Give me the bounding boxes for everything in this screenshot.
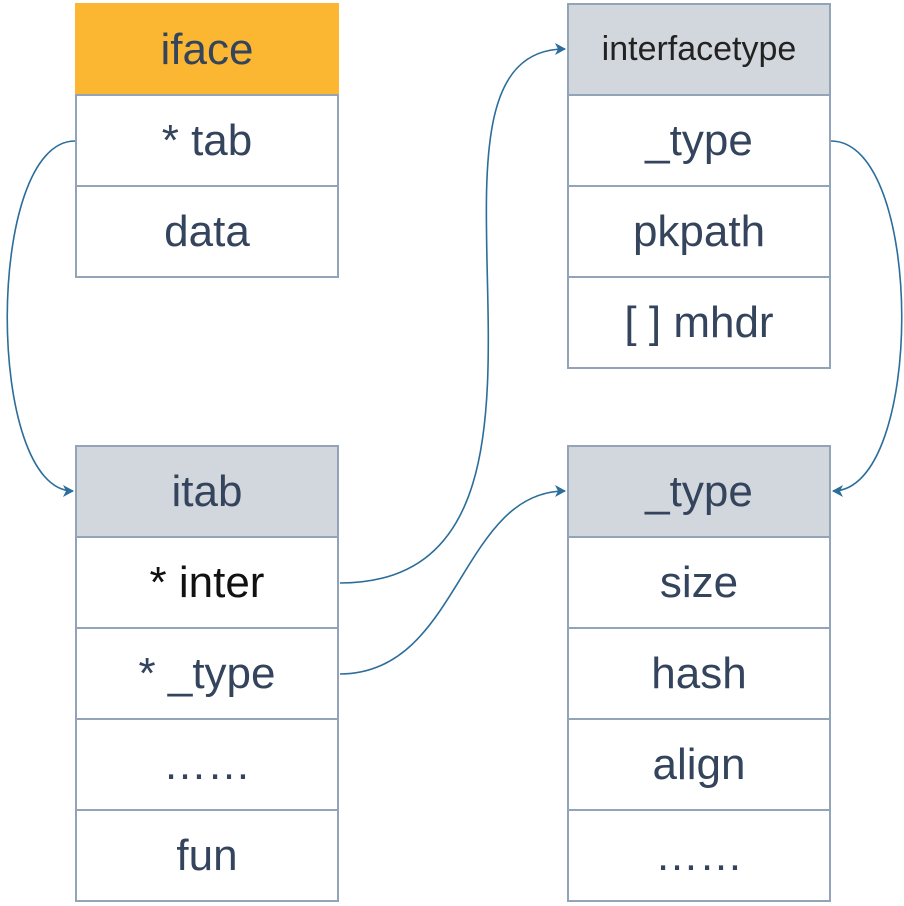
interfacetype-header: interfacetype: [567, 3, 831, 96]
link-type-to-type: [339, 485, 566, 675]
link-interfacetype-type-to-type: [830, 140, 903, 497]
type-field-hash: hash: [567, 627, 831, 720]
itab-field-inter: * inter: [75, 536, 339, 629]
iface-field-data: data: [75, 185, 339, 278]
link-inter-to-interfacetype: [339, 43, 566, 584]
type-field-size: size: [567, 536, 831, 629]
itab-header: itab: [75, 445, 339, 538]
interfacetype-field-type: _type: [567, 94, 831, 187]
type-field-ellipsis: ……: [567, 809, 831, 902]
iface-header: iface: [75, 3, 339, 96]
type-field-align: align: [567, 718, 831, 811]
itab-field-fun: fun: [75, 809, 339, 902]
interfacetype-field-mhdr: [ ] mhdr: [567, 276, 831, 369]
itab-field-type: * _type: [75, 627, 339, 720]
interfacetype-field-pkpath: pkpath: [567, 185, 831, 278]
link-tab-to-itab: [6, 140, 76, 497]
